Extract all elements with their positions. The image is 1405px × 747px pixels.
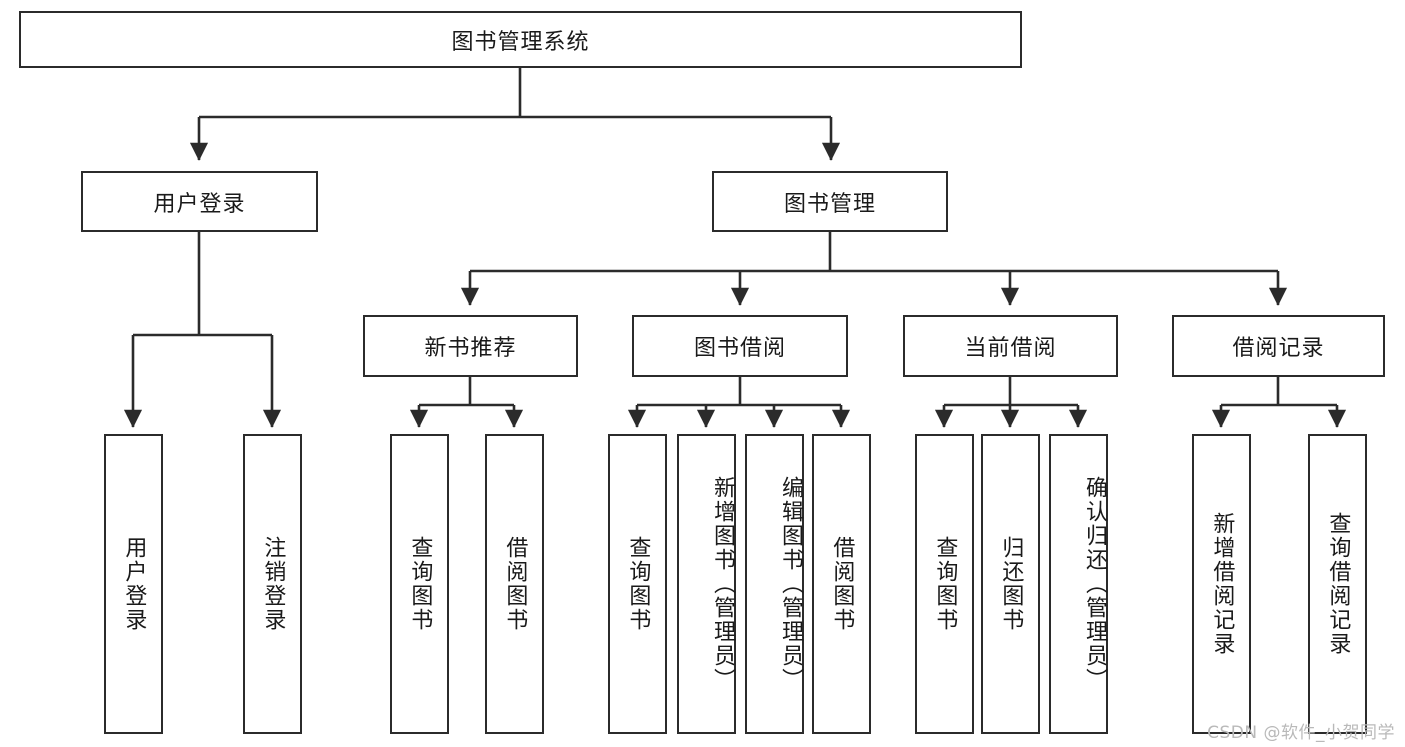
node-book-management[interactable]: 图书管理 (712, 171, 948, 232)
leaf-label: 归还图书 (998, 536, 1024, 632)
node-new-book-recommend[interactable]: 新书推荐 (363, 315, 578, 377)
leaf-borrow-add-book[interactable]: 新增图书（管理员） (677, 434, 736, 734)
leaf-label: 注销登录 (260, 536, 286, 632)
leaf-label: 查询借阅记录 (1325, 512, 1351, 656)
leaf-label: 借阅图书 (829, 536, 855, 632)
node-borrow-record-label: 借阅记录 (1232, 336, 1325, 361)
leaf-label: 查询图书 (625, 536, 651, 632)
leaf-label: 查询图书 (932, 536, 958, 632)
leaf-borrow-borrow-book[interactable]: 借阅图书 (812, 434, 871, 734)
node-user-login[interactable]: 用户登录 (81, 171, 318, 232)
leaf-record-add[interactable]: 新增借阅记录 (1192, 434, 1251, 734)
node-book-management-label: 图书管理 (783, 191, 876, 217)
node-new-book-recommend-label: 新书推荐 (424, 336, 517, 361)
leaf-label: 用户登录 (121, 536, 147, 632)
leaf-borrow-search-book[interactable]: 查询图书 (608, 434, 667, 734)
leaf-current-return-book[interactable]: 归还图书 (981, 434, 1040, 734)
node-current-borrow-label: 当前借阅 (964, 336, 1057, 361)
leaf-label: 新增图书（管理员） (710, 476, 735, 692)
leaf-current-confirm-return[interactable]: 确认归还（管理员） (1049, 434, 1108, 734)
leaf-new-book-borrow[interactable]: 借阅图书 (485, 434, 544, 734)
leaf-borrow-edit-book[interactable]: 编辑图书（管理员） (745, 434, 804, 734)
leaf-label: 确认归还（管理员） (1082, 476, 1107, 692)
node-book-borrow[interactable]: 图书借阅 (632, 315, 848, 377)
node-root[interactable]: 图书管理系统 (19, 11, 1022, 68)
node-user-login-label: 用户登录 (153, 191, 246, 217)
csdn-watermark: CSDN @软件_小贺同学 (1207, 723, 1395, 743)
leaf-current-search-book[interactable]: 查询图书 (915, 434, 974, 734)
leaf-record-search[interactable]: 查询借阅记录 (1308, 434, 1367, 734)
node-borrow-record[interactable]: 借阅记录 (1172, 315, 1385, 377)
leaf-user-login-signin[interactable]: 用户登录 (104, 434, 163, 734)
leaf-user-login-signout[interactable]: 注销登录 (243, 434, 302, 734)
node-current-borrow[interactable]: 当前借阅 (903, 315, 1118, 377)
node-book-borrow-label: 图书借阅 (693, 336, 786, 361)
leaf-label: 新增借阅记录 (1209, 512, 1235, 656)
node-root-label: 图书管理系统 (451, 29, 590, 55)
leaf-label: 查询图书 (407, 536, 433, 632)
leaf-new-book-search[interactable]: 查询图书 (390, 434, 449, 734)
leaf-label: 编辑图书（管理员） (778, 476, 803, 692)
leaf-label: 借阅图书 (502, 536, 528, 632)
